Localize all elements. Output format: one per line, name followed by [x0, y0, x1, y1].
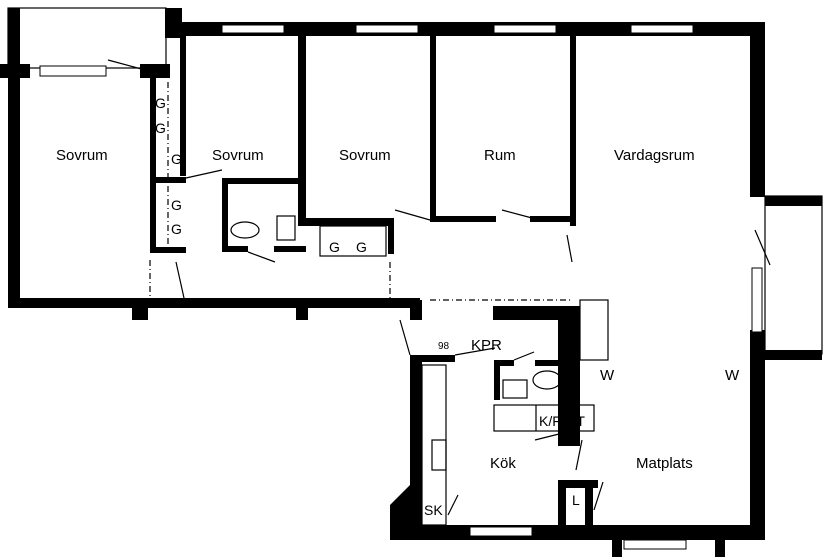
room-vardagsrum: Vardagsrum	[614, 147, 695, 164]
label-g: G	[155, 120, 166, 136]
doors-and-fixtures: W W	[107, 59, 771, 526]
label-l: L	[572, 492, 580, 508]
label-g: G	[356, 239, 367, 255]
label-g: G	[171, 197, 182, 213]
room-kok: Kök	[490, 455, 516, 472]
room-sovrum-1: Sovrum	[56, 147, 108, 164]
svg-text:W: W	[725, 367, 740, 384]
label-g: G	[171, 221, 182, 237]
room-matplats: Matplats	[636, 455, 693, 472]
room-sovrum-3: Sovrum	[339, 147, 391, 164]
label-st: ST	[567, 413, 585, 429]
room-rum: Rum	[484, 147, 516, 164]
label-sk: SK	[424, 502, 443, 518]
room-sovrum-2: Sovrum	[212, 147, 264, 164]
label-area-number: 98	[438, 341, 450, 352]
svg-text:W: W	[600, 367, 615, 384]
walls	[0, 7, 823, 557]
label-kpr: KPR	[471, 337, 502, 354]
label-g: G	[171, 151, 182, 167]
room-labels: Sovrum Sovrum Sovrum Rum Vardagsrum Kök …	[56, 147, 695, 472]
label-kf: K/F	[539, 413, 561, 429]
windows	[39, 24, 763, 550]
fixture-labels: KPR 98 K/F ST SK L G G G G G G G	[155, 95, 585, 518]
label-g: G	[329, 239, 340, 255]
label-g: G	[155, 95, 166, 111]
